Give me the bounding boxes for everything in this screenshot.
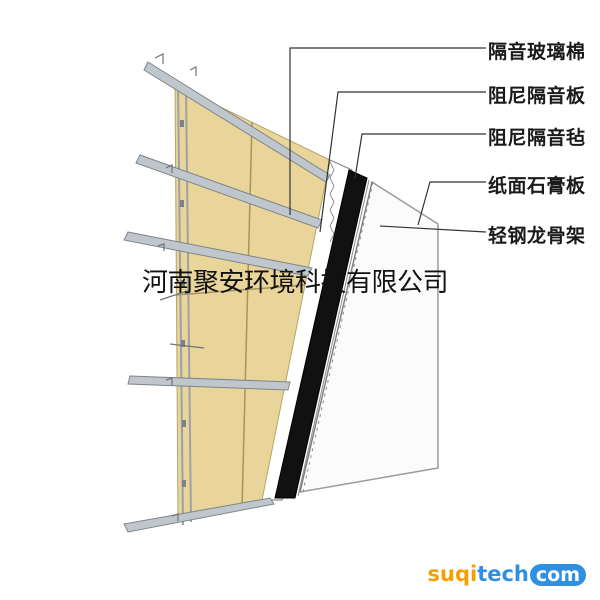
label-glass-wool: 隔音玻璃棉 <box>488 41 586 63</box>
watermark-part3: com <box>529 564 586 586</box>
label-steel-frame: 轻钢龙骨架 <box>488 225 586 247</box>
watermark-part1: suqi <box>427 562 478 586</box>
frame-brackets <box>154 53 205 521</box>
vertical-studs <box>177 81 192 526</box>
damping-board-teeth <box>329 161 335 243</box>
company-watermark-text: 河南聚安环境科技有限公司 <box>142 268 449 298</box>
label-damping-board: 阻尼隔音板 <box>488 85 586 107</box>
outer-studs <box>297 179 374 497</box>
glass-wool-seams <box>175 121 306 509</box>
stud-holes <box>180 120 186 487</box>
damping-felt <box>274 169 368 499</box>
label-gypsum-board: 纸面石膏板 <box>488 175 586 197</box>
watermark-part2: tech <box>477 562 529 586</box>
gypsum-board-edge <box>299 181 373 493</box>
leader-lines <box>289 47 487 233</box>
label-damping-felt: 阻尼隔音毡 <box>488 127 586 149</box>
